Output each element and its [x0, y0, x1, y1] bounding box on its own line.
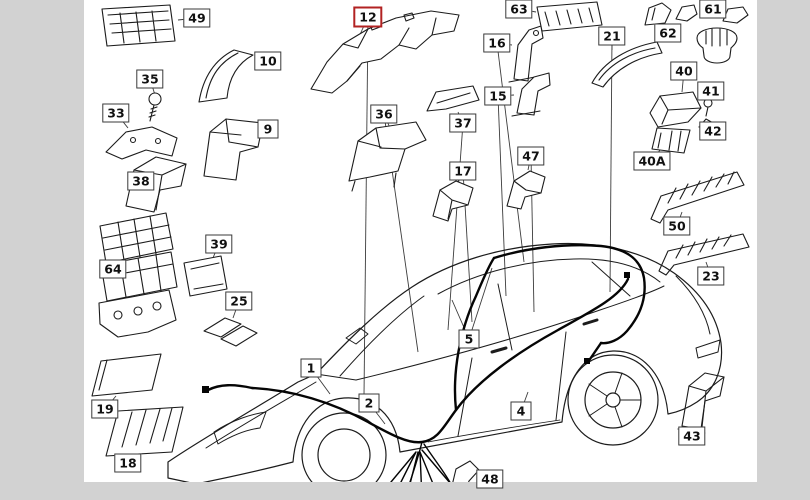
part-label-42[interactable]: 42	[699, 121, 727, 141]
part-sketch-40	[649, 91, 702, 154]
part-label-61[interactable]: 61	[699, 0, 727, 19]
part-label-12[interactable]: 12	[353, 6, 383, 28]
part-label-39[interactable]: 39	[205, 234, 233, 254]
leader-line-5	[468, 267, 493, 340]
part-label-9[interactable]: 9	[257, 119, 279, 139]
part-sketch-12	[310, 10, 460, 94]
part-sketch-35	[148, 92, 162, 122]
part-label-49[interactable]: 49	[183, 8, 211, 28]
leader-line-37	[447, 122, 464, 331]
leader-line-12	[363, 16, 369, 397]
part-label-47[interactable]: 47	[517, 146, 545, 166]
part-label-43[interactable]: 43	[678, 426, 706, 446]
part-label-18[interactable]: 18	[114, 453, 142, 473]
leader-line-15	[497, 95, 507, 297]
part-sketch-25	[203, 317, 258, 347]
part-label-62[interactable]: 62	[654, 23, 682, 43]
part-label-17[interactable]: 17	[449, 161, 477, 181]
part-sketch-21	[591, 41, 663, 88]
part-sketch-36	[348, 121, 427, 192]
part-sketch-63	[536, 1, 603, 32]
part-label-4[interactable]: 4	[510, 401, 532, 421]
part-sketch-10	[198, 49, 254, 103]
part-label-23[interactable]: 23	[697, 266, 725, 286]
part-label-21[interactable]: 21	[598, 26, 626, 46]
part-label-63[interactable]: 63	[505, 0, 533, 19]
part-label-5[interactable]: 5	[458, 329, 480, 349]
leader-line-16	[496, 42, 525, 263]
part-sketch-50	[650, 171, 745, 224]
part-label-38[interactable]: 38	[127, 171, 155, 191]
part-label-48[interactable]: 48	[476, 469, 504, 489]
leader-line-21	[609, 35, 613, 293]
part-label-35[interactable]: 35	[136, 69, 164, 89]
part-sketch-18	[105, 406, 184, 457]
part-label-10[interactable]: 10	[254, 51, 282, 71]
part-label-33[interactable]: 33	[102, 103, 130, 123]
part-label-19[interactable]: 19	[91, 399, 119, 419]
part-label-40[interactable]: 40	[670, 61, 698, 81]
part-label-1[interactable]: 1	[300, 358, 322, 378]
part-label-50[interactable]: 50	[663, 216, 691, 236]
part-sketch-62	[644, 2, 672, 26]
part-sketch-19	[91, 353, 162, 397]
part-sketch-17	[432, 180, 474, 222]
part-label-41[interactable]: 41	[697, 81, 725, 101]
part-sketch-15	[511, 72, 551, 117]
part-label-16[interactable]: 16	[483, 33, 511, 53]
part-sketch-33	[105, 126, 178, 160]
part-label-37[interactable]: 37	[449, 113, 477, 133]
part-label-36[interactable]: 36	[370, 104, 398, 124]
part-sketch-23	[658, 233, 750, 276]
part-sketch-49	[101, 4, 176, 47]
part-label-40A[interactable]: 40A	[633, 151, 671, 171]
part-sketch-39	[183, 255, 228, 297]
part-sketch-61	[675, 4, 749, 64]
part-sketch-16	[508, 25, 544, 83]
drawing-area	[84, 0, 757, 482]
wiring-harness	[202, 243, 646, 500]
part-label-64[interactable]: 64	[99, 259, 127, 279]
part-sketch-37	[426, 85, 480, 112]
part-label-25[interactable]: 25	[225, 291, 253, 311]
part-label-15[interactable]: 15	[484, 86, 512, 106]
part-sketch-47	[506, 170, 546, 210]
part-label-2[interactable]: 2	[358, 393, 380, 413]
